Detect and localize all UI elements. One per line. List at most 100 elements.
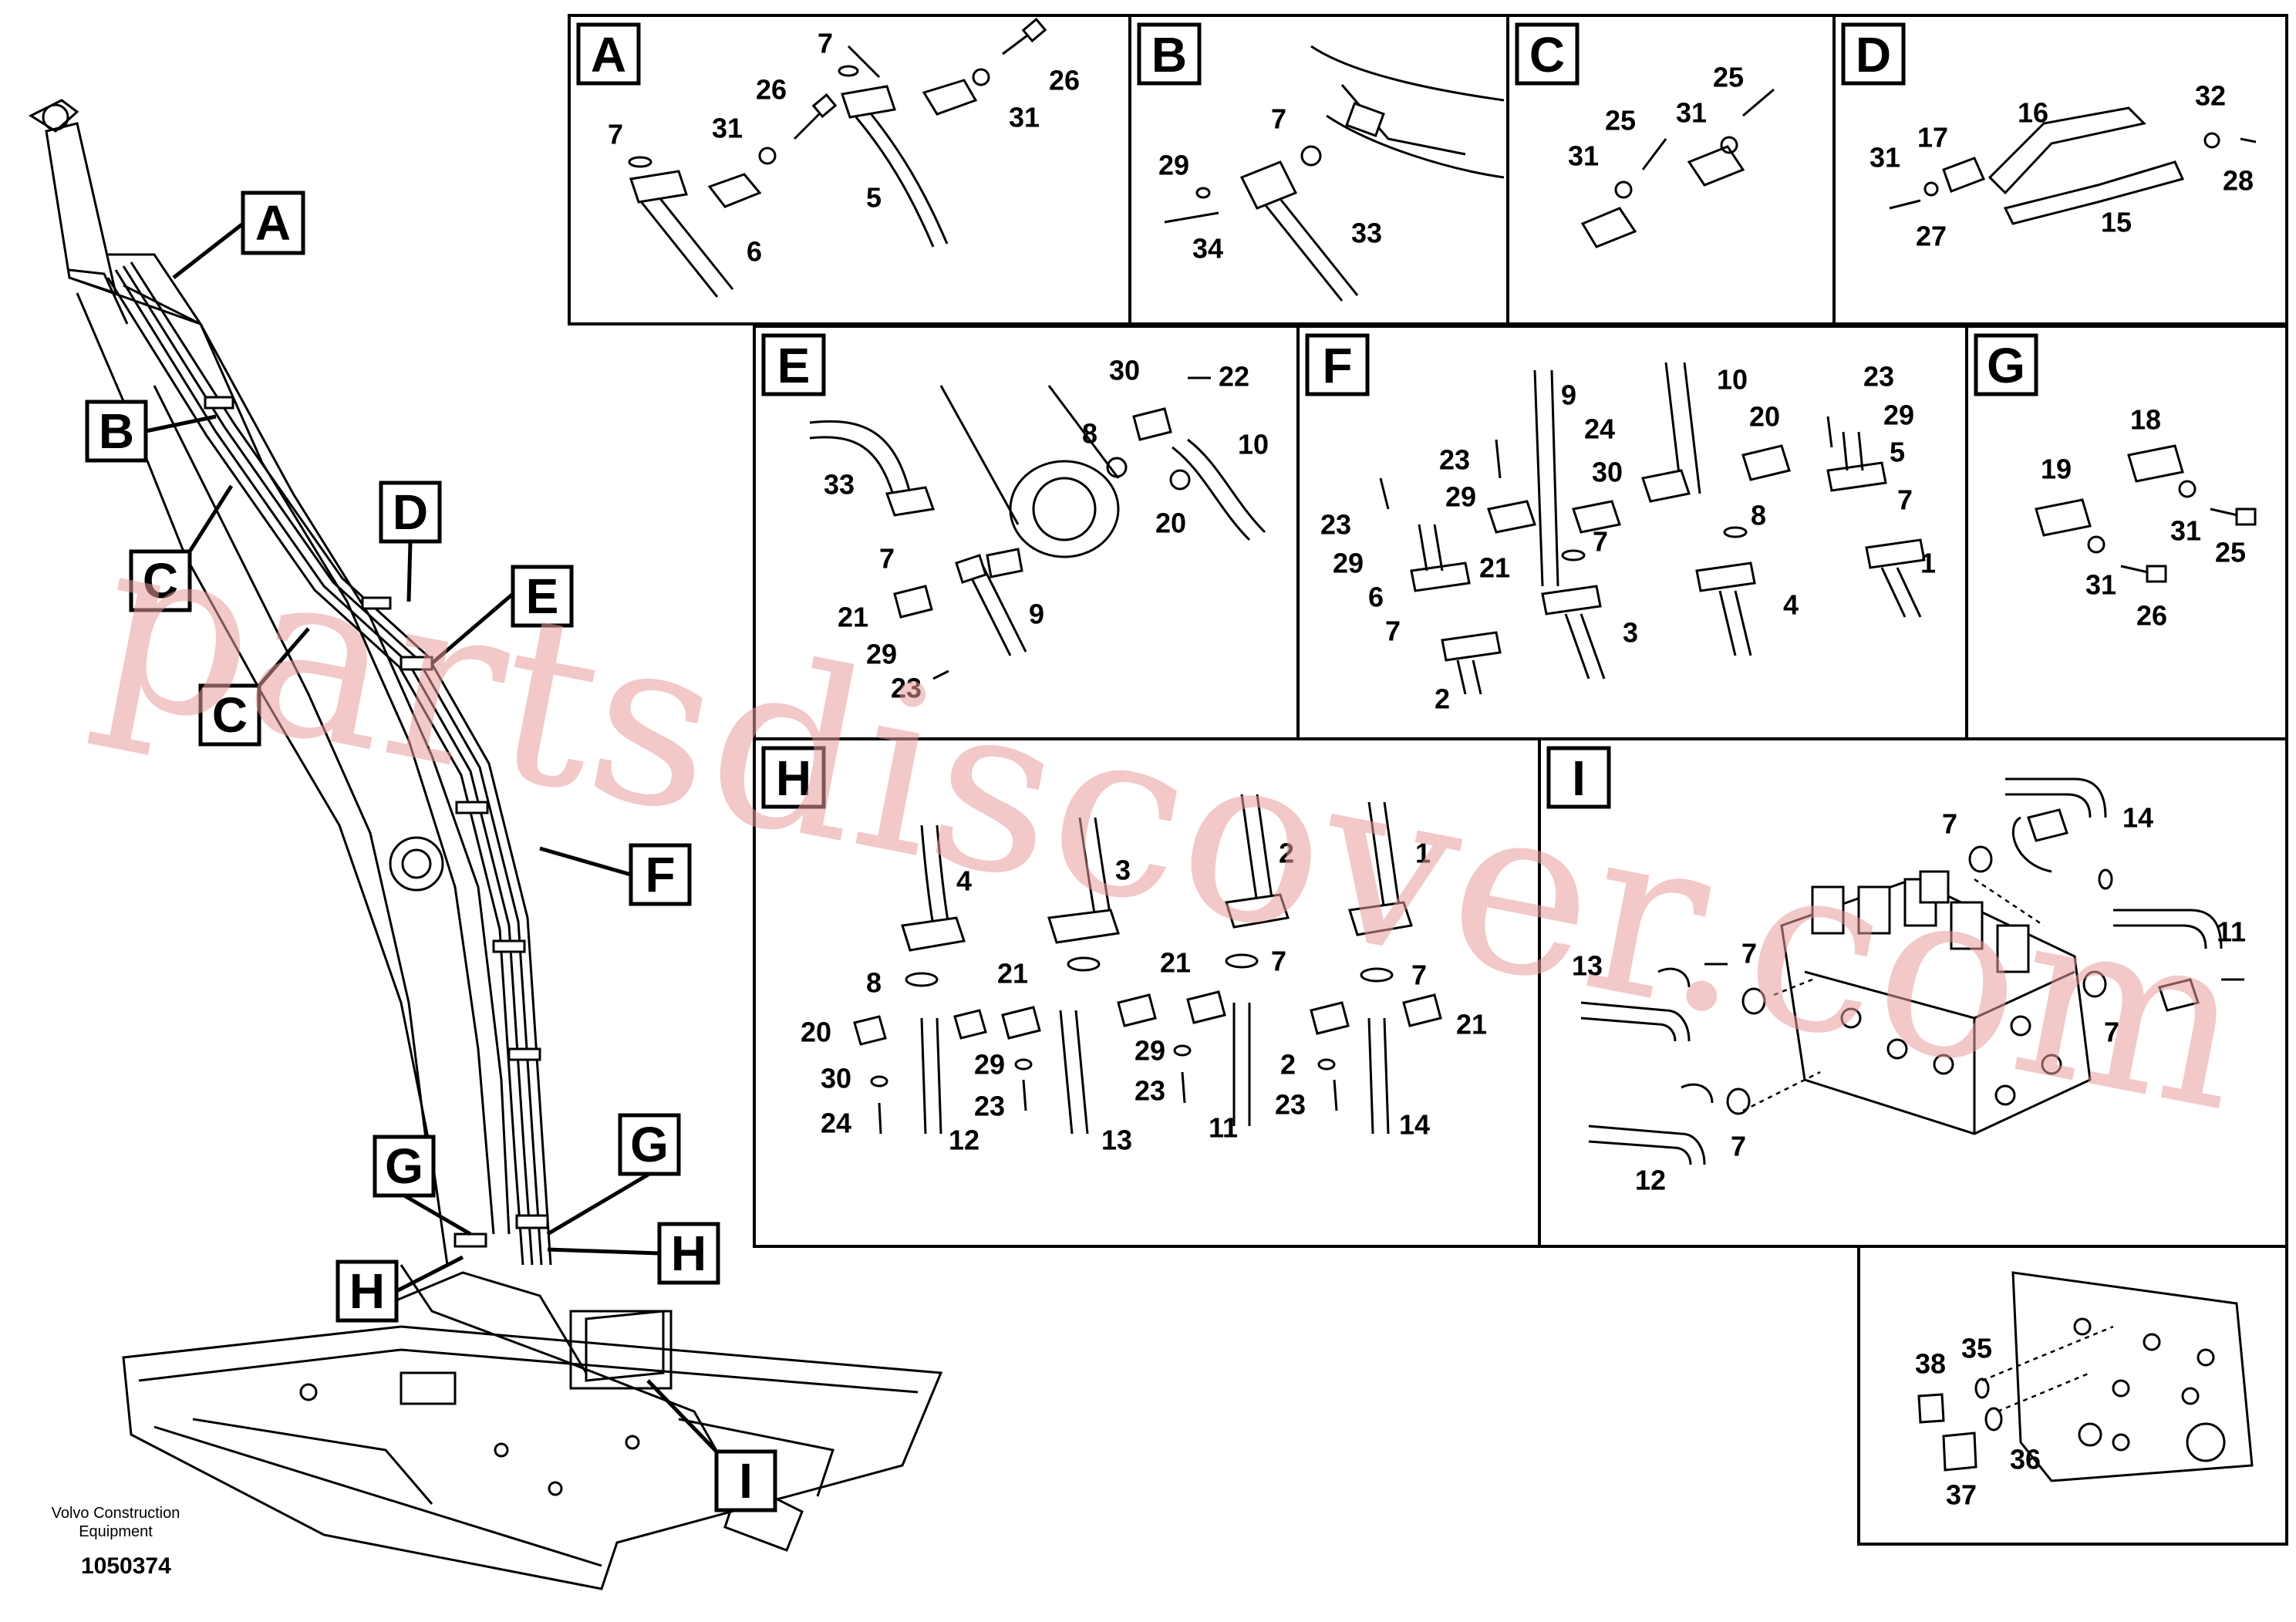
part-number-label: 11: [1209, 1112, 1238, 1144]
part-number-label: 33: [1351, 218, 1382, 249]
part-number-label: 9: [1029, 599, 1044, 630]
part-number-label: 7: [879, 543, 895, 575]
callout-label: H: [349, 1263, 385, 1319]
part-number-label: 8: [1751, 500, 1766, 531]
panel-E: E: [753, 325, 1300, 740]
part-number-label: 31: [2170, 515, 2201, 547]
part-number-label: 7: [818, 28, 833, 59]
part-number-label: 7: [1271, 103, 1286, 135]
panel-G: G: [1965, 325, 2288, 740]
panel-badge-H: [761, 746, 826, 809]
part-number-label: 13: [1101, 1125, 1132, 1156]
part-number-label: 29: [974, 1049, 1005, 1081]
part-number-label: 12: [949, 1125, 979, 1156]
part-number-label: 23: [891, 673, 922, 704]
callout-label: B: [99, 403, 134, 459]
part-number-label: 27: [1916, 221, 1947, 252]
panel-badge-C: [1515, 22, 1580, 86]
part-number-label: 7: [1411, 959, 1427, 991]
panel-D: D: [1832, 14, 2288, 325]
part-number-label: 1: [1415, 838, 1431, 869]
callout-label: C: [143, 553, 178, 609]
panel-label-D: D: [1856, 27, 1891, 83]
part-number-label: 31: [2085, 569, 2116, 601]
part-number-label: 23: [1275, 1089, 1306, 1121]
part-number-label: 7: [1271, 946, 1286, 977]
part-number-label: 29: [866, 639, 897, 670]
callout-I: I: [714, 1449, 777, 1512]
part-number-label: 23: [974, 1091, 1005, 1122]
part-number-label: 38: [1915, 1348, 1946, 1380]
drawing-number: 1050374: [81, 1553, 171, 1579]
part-number-label: 22: [1219, 361, 1249, 393]
part-number-label: 7: [1731, 1131, 1746, 1162]
part-number-label: 4: [1783, 589, 1799, 621]
part-number-label: 15: [2101, 207, 2132, 238]
part-number-label: 17: [1917, 122, 1948, 153]
part-number-label: 35: [1961, 1333, 1992, 1364]
callout-label: C: [212, 687, 248, 743]
part-number-label: 30: [1592, 457, 1623, 488]
part-number-label: 31: [1676, 97, 1707, 129]
callout-H: H: [657, 1222, 720, 1285]
callout-label: A: [255, 195, 291, 251]
part-number-label: 18: [2130, 404, 2161, 436]
part-number-label: 29: [1135, 1035, 1165, 1067]
part-number-label: 21: [1479, 552, 1510, 584]
panel-label-G: G: [1987, 338, 2025, 393]
part-number-label: 29: [1445, 481, 1476, 513]
panel-badge-A: [576, 22, 641, 86]
callout-label: D: [393, 484, 428, 540]
callout-C: C: [198, 683, 261, 747]
part-number-label: 1: [1920, 548, 1936, 579]
company-name-line2: Equipment: [79, 1523, 153, 1540]
part-number-label: 25: [1713, 62, 1744, 93]
part-number-label: 34: [1192, 233, 1223, 265]
part-number-label: 21: [838, 602, 868, 633]
panel-label-E: E: [777, 338, 811, 393]
part-number-label: 31: [1568, 140, 1599, 172]
part-number-label: 10: [1717, 364, 1748, 396]
part-number-label: 12: [1635, 1165, 1666, 1196]
callout-label: E: [526, 568, 559, 624]
part-number-label: 14: [2122, 802, 2153, 834]
part-number-label: 31: [1009, 102, 1040, 133]
part-number-label: 2: [1435, 683, 1450, 715]
part-number-label: 37: [1946, 1479, 1977, 1511]
panel-label-C: C: [1529, 27, 1565, 83]
part-number-label: 25: [1605, 105, 1636, 137]
part-number-label: 16: [2018, 97, 2048, 129]
callout-G: G: [618, 1113, 681, 1176]
part-number-label: 23: [1439, 444, 1470, 476]
part-number-label: 5: [1890, 437, 1905, 468]
part-number-label: 7: [2104, 1017, 2119, 1048]
part-number-label: 14: [1399, 1109, 1430, 1141]
panel-label-A: A: [591, 27, 626, 83]
panel-A: A: [568, 14, 1131, 325]
panel-label-F: F: [1322, 338, 1352, 393]
panel-label-B: B: [1151, 27, 1187, 83]
detail-panel-illustrations: [628, 17, 2257, 1482]
part-number-label: 32: [2195, 80, 2226, 112]
part-number-label: 13: [1572, 950, 1603, 982]
panel-H: H: [753, 737, 1541, 1248]
panel-badge-E: [761, 333, 826, 396]
part-number-label: 26: [756, 74, 787, 106]
part-number-label: 10: [1238, 429, 1269, 460]
part-number-label: 31: [1870, 142, 1900, 174]
part-number-label: 26: [2136, 600, 2167, 632]
part-number-label: 7: [1897, 484, 1913, 516]
part-number-label: 23: [1320, 509, 1351, 541]
part-number-label: 33: [824, 469, 855, 501]
part-number-label: 7: [608, 119, 623, 150]
panel-label-H: H: [776, 750, 811, 806]
panel-badge-F: [1305, 333, 1370, 396]
callout-label: H: [671, 1226, 706, 1281]
callout-label: F: [645, 847, 675, 902]
part-number-label: 2: [1280, 1049, 1296, 1081]
part-number-label: 7: [1593, 526, 1608, 558]
part-number-label: 11: [2217, 916, 2246, 948]
